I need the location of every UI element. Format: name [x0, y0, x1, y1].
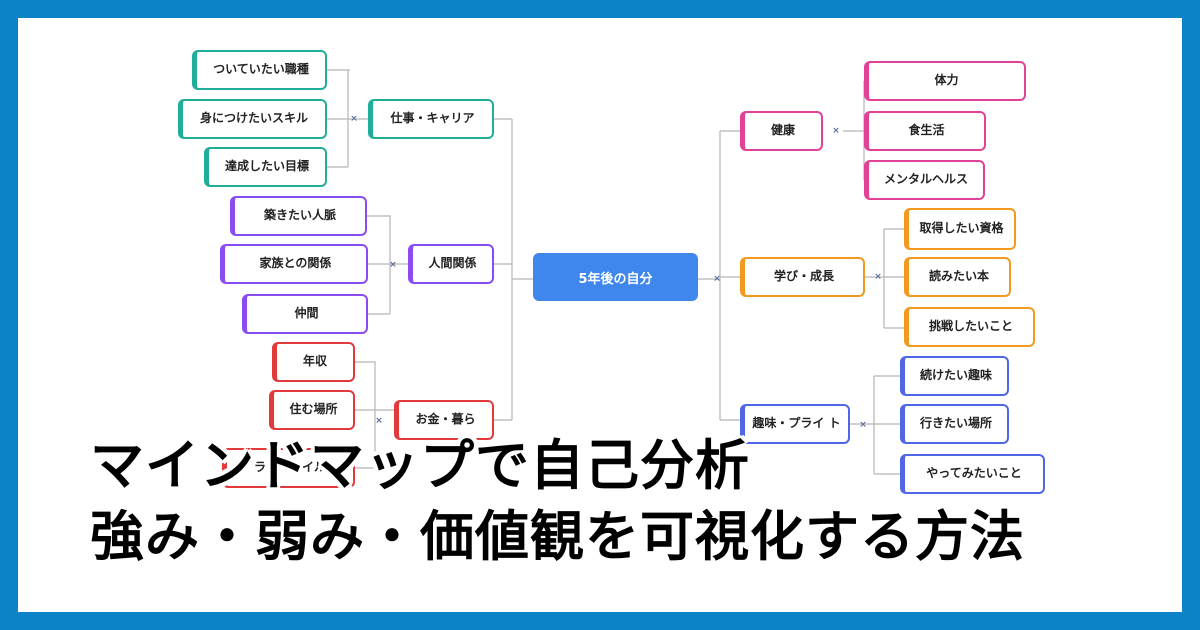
leaf-hobby-try[interactable]: やってみたいこと [900, 454, 1045, 494]
leaf-hobby-places[interactable]: 行きたい場所 [900, 404, 1009, 444]
connector-lines [327, 69, 904, 475]
leaf-health-mental[interactable]: メンタルヘルス [864, 160, 985, 200]
collapse-toggle-icon[interactable]: × [713, 274, 721, 284]
branch-learning[interactable]: 学び・成長 [740, 257, 865, 297]
collapse-toggle-icon[interactable]: × [350, 114, 358, 124]
leaf-career-goal[interactable]: 達成したい目標 [204, 147, 327, 187]
leaf-career-job[interactable]: ついていたい職種 [192, 50, 327, 90]
leaf-money-income[interactable]: 年収 [272, 342, 355, 382]
branch-money[interactable]: お金・暮ら [394, 400, 494, 440]
headline-line-1: マインドマップで自己分析 [90, 434, 750, 497]
branch-health[interactable]: 健康 [740, 111, 823, 151]
leaf-money-lifestyle[interactable]: ライ タイル [222, 448, 355, 488]
leaf-career-skill[interactable]: 身につけたいスキル [178, 99, 327, 139]
leaf-relations-network[interactable]: 築きたい人脈 [230, 196, 367, 236]
collapse-toggle-icon[interactable]: × [389, 260, 397, 270]
headline-line-2: 強み・弱み・価値観を可視化する方法 [90, 505, 1025, 568]
branch-career[interactable]: 仕事・キャリア [368, 99, 494, 139]
collapse-toggle-icon[interactable]: × [832, 126, 840, 136]
leaf-health-diet[interactable]: 食生活 [864, 111, 986, 151]
leaf-relations-friends[interactable]: 仲間 [242, 294, 368, 334]
root-node[interactable]: 5年後の自分 [533, 253, 698, 301]
leaf-hobby-continue[interactable]: 続けたい趣味 [900, 356, 1009, 396]
collapse-toggle-icon[interactable]: × [874, 272, 882, 282]
branch-hobby[interactable]: 趣味・プライ ト [740, 404, 850, 444]
leaf-relations-family[interactable]: 家族との関係 [220, 244, 368, 284]
leaf-learning-certification[interactable]: 取得したい資格 [904, 208, 1016, 250]
mindmap-canvas: 5年後の自分 仕事・キャリア ついていたい職種 身につけたいスキル 達成したい目… [18, 18, 1182, 612]
collapse-toggle-icon[interactable]: × [375, 416, 383, 426]
leaf-money-residence[interactable]: 住む場所 [269, 390, 355, 430]
leaf-learning-books[interactable]: 読みたい本 [904, 257, 1011, 297]
collapse-toggle-icon[interactable]: × [859, 420, 867, 430]
leaf-learning-challenge[interactable]: 挑戦したいこと [904, 307, 1035, 347]
branch-relations[interactable]: 人間関係 [408, 244, 494, 284]
leaf-health-stamina[interactable]: 体力 [864, 61, 1026, 101]
